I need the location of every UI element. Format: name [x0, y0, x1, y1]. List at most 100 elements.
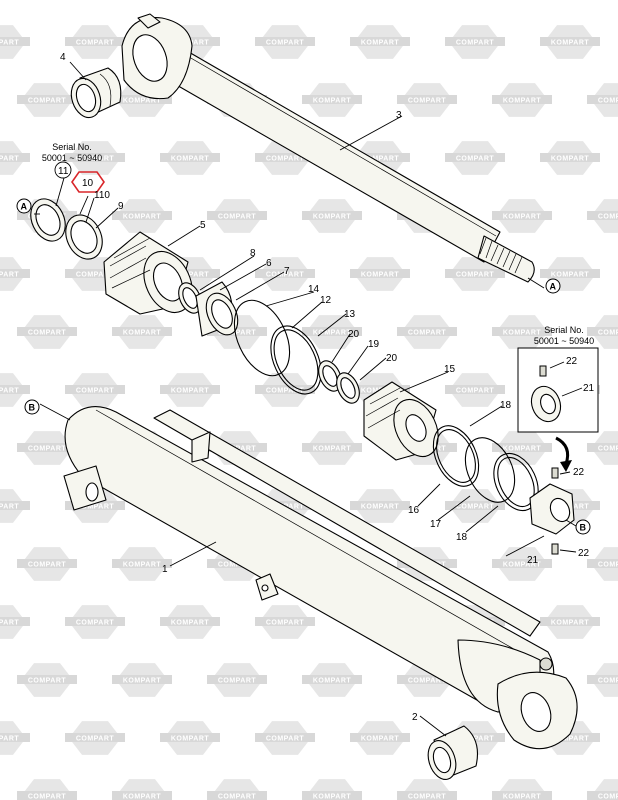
- watermark-text: COMPART: [408, 678, 447, 685]
- watermark-band: [112, 559, 172, 568]
- watermark-band: [397, 791, 457, 800]
- watermark-band: [207, 211, 267, 220]
- watermark-text: COMPART: [408, 794, 447, 800]
- watermark-text: COMPART: [28, 98, 67, 105]
- watermark-band: [540, 153, 600, 162]
- watermark-band: [112, 211, 172, 220]
- piston-rod: [121, 13, 535, 283]
- leader-lines: [34, 61, 583, 737]
- bearing-parts: [178, 281, 239, 337]
- watermark-text: KOMPART: [313, 214, 352, 221]
- watermark-band: [540, 269, 600, 278]
- watermark-band: [207, 327, 267, 336]
- watermark-band: [492, 211, 552, 220]
- callout-18-b: 18: [456, 532, 468, 543]
- watermark-band: [587, 327, 618, 336]
- watermark-text: COMPART: [266, 388, 305, 395]
- watermark-band: [0, 385, 30, 394]
- large-o-rings: [233, 299, 322, 395]
- watermark-band: [350, 37, 410, 46]
- watermark-text: COMPART: [456, 156, 495, 163]
- callout-15: 15: [444, 364, 456, 375]
- watermark-band: [65, 733, 125, 742]
- watermark-band: [0, 617, 30, 626]
- watermark-text: COMPART: [76, 272, 115, 279]
- watermark-band: [587, 95, 618, 104]
- watermark-band: [17, 95, 77, 104]
- watermark-band: [540, 37, 600, 46]
- watermark-band: [587, 211, 618, 220]
- watermark-text: KOMPART: [171, 156, 210, 163]
- highlight-part-10: [71, 171, 105, 193]
- watermark-text: KOMPART: [123, 98, 162, 105]
- watermark-band: [492, 559, 552, 568]
- watermark-band: [65, 153, 125, 162]
- watermark-text: COMPART: [598, 446, 618, 453]
- watermark-text: KOMPART: [503, 330, 542, 337]
- watermark-band: [302, 791, 362, 800]
- watermark-text: COMPART: [456, 272, 495, 279]
- watermark-band: [207, 791, 267, 800]
- watermark-band: [207, 443, 267, 452]
- reference-markers: A A B B: [16, 198, 591, 535]
- watermark-text: KOMPART: [551, 620, 590, 627]
- watermark-band: [492, 327, 552, 336]
- serial-notes: Serial No. 50001 ~ 50940 Serial No. 5000…: [42, 142, 594, 346]
- watermark-text: COMPART: [218, 214, 257, 221]
- watermark-band: [492, 95, 552, 104]
- callout-4: 4: [60, 52, 66, 63]
- watermark-text: COMPART: [28, 562, 67, 569]
- watermark-text: KOMPART: [313, 446, 352, 453]
- watermark-text: COMPART: [598, 98, 618, 105]
- watermark-band: [65, 269, 125, 278]
- nut-assembly: [529, 467, 575, 555]
- watermark-band: [160, 269, 220, 278]
- watermark-text: KOMPART: [503, 214, 542, 221]
- watermark-text: COMPART: [408, 98, 447, 105]
- watermark-text: COMPART: [266, 736, 305, 743]
- watermark-text: COMPART: [76, 388, 115, 395]
- serial-top-line2: 50001 ~ 50940: [42, 153, 102, 163]
- callout-14: 14: [308, 284, 320, 295]
- watermark-text: COMPART: [456, 40, 495, 47]
- watermark-text: KOMPART: [361, 156, 400, 163]
- watermark-text: COMPART: [28, 330, 67, 337]
- watermark-text: COMPART: [598, 330, 618, 337]
- watermark-text: KOMPART: [313, 330, 352, 337]
- small-rings: [318, 360, 360, 404]
- watermark-text: COMPART: [408, 330, 447, 337]
- watermark-text: KOMPART: [551, 156, 590, 163]
- callout-10: 10: [82, 178, 94, 189]
- callout-5: 5: [200, 220, 206, 231]
- callout-20-a: 20: [348, 329, 360, 340]
- watermark-band: [0, 153, 30, 162]
- watermark-text: COMPART: [266, 156, 305, 163]
- watermark-band: [445, 501, 505, 510]
- watermark-text: COMPART: [598, 214, 618, 221]
- watermark-band: [112, 95, 172, 104]
- callout-7: 7: [284, 266, 290, 277]
- watermark-text: KOMPART: [171, 620, 210, 627]
- watermark-text: KOMPART: [0, 156, 19, 163]
- watermark-text: KOMPART: [123, 794, 162, 800]
- watermark-band: [350, 733, 410, 742]
- watermark-text: KOMPART: [503, 562, 542, 569]
- watermark-text: KOMPART: [171, 388, 210, 395]
- watermark-text: COMPART: [598, 678, 618, 685]
- callout-22-b: 22: [573, 467, 585, 478]
- callout-22-a: 22: [566, 356, 578, 367]
- watermark-band: [397, 327, 457, 336]
- seal-rings-left: [30, 198, 103, 260]
- watermark-band: [587, 675, 618, 684]
- watermark-text: KOMPART: [123, 678, 162, 685]
- callout-13: 13: [344, 309, 356, 320]
- callout-8: 8: [250, 248, 256, 259]
- watermark-text: KOMPART: [503, 98, 542, 105]
- watermark-text: KOMPART: [313, 794, 352, 800]
- watermark-band: [397, 95, 457, 104]
- watermark-text: KOMPART: [361, 40, 400, 47]
- callout-22-c: 22: [578, 548, 590, 559]
- marker-a-left: A: [21, 202, 28, 212]
- watermark-text: COMPART: [76, 620, 115, 627]
